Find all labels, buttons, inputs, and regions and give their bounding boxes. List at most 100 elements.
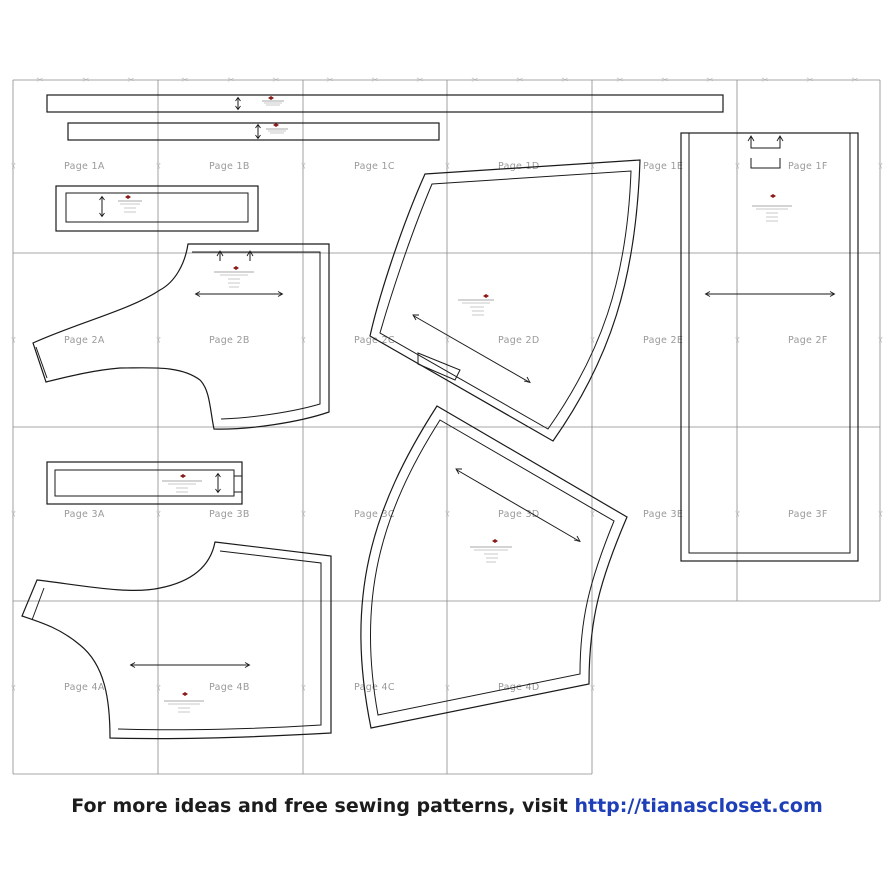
scissors-icon: ✂ bbox=[876, 163, 885, 170]
page-label-3b: Page 3B bbox=[209, 509, 250, 520]
scissors-icon: ✂ bbox=[588, 337, 597, 344]
page-label-2f: Page 2F bbox=[788, 335, 828, 346]
scissors-icons: ✂ ✂ ✂ ✂ ✂ ✂ ✂ ✂ ✂ ✂ ✂ ✂ ✂ ✂ ✂ ✂ ✂ ✂ ✂ ✂ ✂ ✂ ✂ ✂ ✂ ✂ ✂ ✂ ✂ ✂ ✂ ✂ ✂ ✂ ✂ ✂ ✂ ✂ ✂ ✂… bbox=[9, 76, 885, 692]
page-label-3a: Page 3A bbox=[64, 509, 105, 520]
scissors-icon: ✂ bbox=[83, 76, 90, 85]
page-label-1d: Page 1D bbox=[498, 161, 539, 172]
grainline-arrow-icon bbox=[235, 96, 241, 111]
grainline-arrow-icon bbox=[255, 123, 261, 140]
pattern-label-block bbox=[214, 266, 254, 288]
footer-link[interactable]: http://tianascloset.com bbox=[574, 795, 823, 817]
scissors-icon: ✂ bbox=[562, 76, 569, 85]
pattern-label-block bbox=[752, 194, 792, 222]
page-label-2e: Page 2E bbox=[643, 335, 683, 346]
scissors-icon: ✂ bbox=[154, 685, 163, 692]
pattern-piece-cuff-mark bbox=[35, 346, 48, 379]
grainline-arrow-icon bbox=[704, 291, 836, 297]
pattern-piece-bodice-lower bbox=[21, 541, 332, 740]
scissors-icon: ✂ bbox=[417, 76, 424, 85]
scissors-icon: ✂ bbox=[154, 511, 163, 518]
scissors-icon: ✂ bbox=[154, 337, 163, 344]
pattern-piece-tall-panel bbox=[680, 132, 859, 562]
scissors-icon: ✂ bbox=[807, 76, 814, 85]
pattern-label-block bbox=[262, 96, 284, 106]
page-labels: Page 1A Page 1B Page 1C Page 1D Page 1E … bbox=[64, 161, 828, 693]
scissors-icon: ✂ bbox=[299, 511, 308, 518]
pattern-piece-skirt-upper bbox=[369, 159, 641, 442]
page-label-1c: Page 1C bbox=[354, 161, 395, 172]
scissors-icon: ✂ bbox=[37, 76, 44, 85]
scissors-icon: ✂ bbox=[372, 76, 379, 85]
scissors-icon: ✂ bbox=[9, 685, 18, 692]
scissors-icon: ✂ bbox=[876, 337, 885, 344]
pattern-label-block bbox=[162, 474, 202, 493]
scissors-icon: ✂ bbox=[443, 163, 452, 170]
pattern-piece-long-strip bbox=[46, 94, 724, 113]
scissors-icon: ✂ bbox=[443, 511, 452, 518]
scissors-icon: ✂ bbox=[733, 337, 742, 344]
scissors-icon: ✂ bbox=[9, 337, 18, 344]
scissors-icon: ✂ bbox=[9, 163, 18, 170]
page-label-3e: Page 3E bbox=[643, 509, 683, 520]
pattern-label-block bbox=[164, 692, 204, 713]
scissors-icon: ✂ bbox=[733, 163, 742, 170]
page-label-2d: Page 2D bbox=[498, 335, 539, 346]
page-label-4c: Page 4C bbox=[354, 682, 395, 693]
page-label-1b: Page 1B bbox=[209, 161, 250, 172]
pattern-label-block bbox=[266, 123, 288, 134]
page-label-2a: Page 2A bbox=[64, 335, 105, 346]
page-label-4a: Page 4A bbox=[64, 682, 105, 693]
pattern-piece-medium-strip bbox=[67, 122, 440, 141]
pattern-label-block bbox=[458, 294, 494, 316]
grainline-arrow-icon bbox=[194, 291, 284, 297]
footer-credit: For more ideas and free sewing patterns,… bbox=[0, 795, 894, 817]
page-label-2b: Page 2B bbox=[209, 335, 250, 346]
pattern-piece-waistband bbox=[46, 461, 243, 505]
grainline-arrow-icon bbox=[455, 468, 581, 543]
grainline-arrow-icon bbox=[412, 314, 531, 384]
pattern-piece-bodice-upper bbox=[32, 243, 330, 430]
scissors-icon: ✂ bbox=[762, 76, 769, 85]
scissors-icon: ✂ bbox=[617, 76, 624, 85]
scissors-icon: ✂ bbox=[852, 76, 859, 85]
scissors-icon: ✂ bbox=[299, 337, 308, 344]
scissors-icon: ✂ bbox=[472, 76, 479, 85]
scissors-icon: ✂ bbox=[299, 163, 308, 170]
page-label-3d: Page 3D bbox=[498, 509, 539, 520]
page-label-2c: Page 2C bbox=[354, 335, 395, 346]
scissors-icon: ✂ bbox=[299, 685, 308, 692]
scissors-icon: ✂ bbox=[517, 76, 524, 85]
scissors-icon: ✂ bbox=[228, 76, 235, 85]
scissors-icon: ✂ bbox=[588, 685, 597, 692]
page-label-1a: Page 1A bbox=[64, 161, 105, 172]
scissors-icon: ✂ bbox=[182, 76, 189, 85]
scissors-icon: ✂ bbox=[273, 76, 280, 85]
page-label-3c: Page 3C bbox=[354, 509, 395, 520]
pattern-piece-skirt-lower bbox=[360, 405, 628, 729]
page-label-1e: Page 1E bbox=[643, 161, 683, 172]
scissors-icon: ✂ bbox=[443, 685, 452, 692]
pattern-label-block bbox=[118, 195, 142, 213]
fold-bracket-icon bbox=[216, 250, 254, 261]
footer-text: For more ideas and free sewing patterns,… bbox=[71, 795, 575, 817]
scissors-icon: ✂ bbox=[876, 511, 885, 518]
page-label-4b: Page 4B bbox=[209, 682, 250, 693]
scissors-icon: ✂ bbox=[707, 76, 714, 85]
page-label-1f: Page 1F bbox=[788, 161, 828, 172]
scissors-icon: ✂ bbox=[154, 163, 163, 170]
page-grid bbox=[12, 79, 881, 775]
pattern-piece-small-band bbox=[55, 185, 259, 232]
page-label-4d: Page 4D bbox=[498, 682, 539, 693]
scissors-icon: ✂ bbox=[733, 511, 742, 518]
scissors-icon: ✂ bbox=[588, 511, 597, 518]
scissors-icon: ✂ bbox=[327, 76, 334, 85]
grainline-arrow-icon bbox=[215, 472, 221, 494]
scissors-icon: ✂ bbox=[128, 76, 135, 85]
grainline-arrow-icon bbox=[99, 195, 105, 218]
scissors-icon: ✂ bbox=[588, 163, 597, 170]
pattern-label-block bbox=[470, 539, 512, 563]
scissors-icon: ✂ bbox=[9, 511, 18, 518]
scissors-icon: ✂ bbox=[662, 76, 669, 85]
scissors-icon: ✂ bbox=[443, 337, 452, 344]
